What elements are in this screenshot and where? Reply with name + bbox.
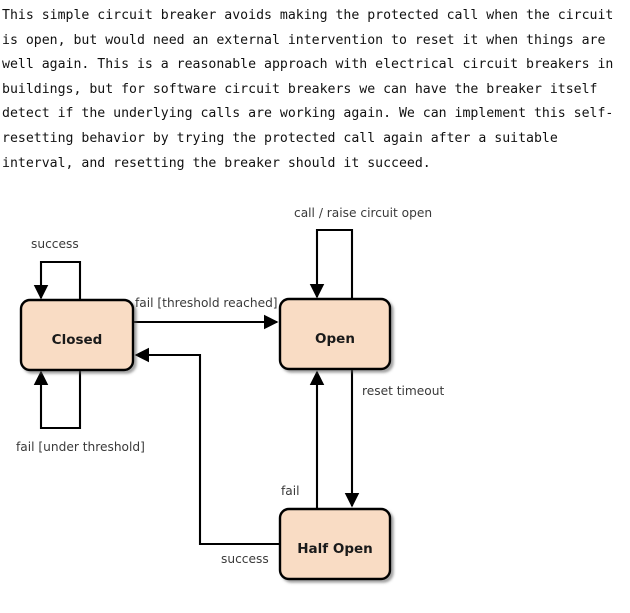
edge-label-half-open-to-open: fail (281, 484, 300, 498)
edge-label-half-open-to-closed: success (221, 552, 269, 566)
body-paragraph: This simple circuit breaker avoids makin… (2, 8, 622, 171)
state-label-closed: Closed (52, 332, 103, 348)
state-machine-diagram: Closed Open Half Open success fail [unde… (0, 188, 630, 613)
edge-closed-self-success (33, 260, 82, 300)
state-label-half-open: Half Open (297, 541, 373, 557)
edge-label-closed-self-fail: fail [under threshold] (16, 440, 145, 454)
state-label-open: Open (315, 331, 355, 347)
state-nodes: Closed Open Half Open (19, 297, 392, 581)
edge-label-open-self-call: call / raise circuit open (294, 206, 432, 220)
edge-closed-self-fail (33, 370, 82, 430)
transition-labels: success fail [under threshold] fail [thr… (16, 206, 444, 566)
transition-edges (33, 228, 360, 546)
state-node-open[interactable]: Open (278, 297, 392, 371)
edge-half-open-to-closed (134, 347, 280, 546)
edge-label-closed-to-open: fail [threshold reached] (135, 296, 278, 310)
state-box-half-open[interactable] (278, 507, 392, 581)
edge-label-closed-self-success: success (31, 237, 79, 251)
edge-label-open-to-half-open: reset timeout (362, 384, 444, 398)
state-node-closed[interactable]: Closed (19, 298, 135, 372)
state-box-open[interactable] (278, 297, 392, 371)
edge-open-self-call (309, 228, 354, 299)
state-node-half-open[interactable]: Half Open (278, 507, 392, 581)
state-box-closed[interactable] (19, 298, 135, 372)
